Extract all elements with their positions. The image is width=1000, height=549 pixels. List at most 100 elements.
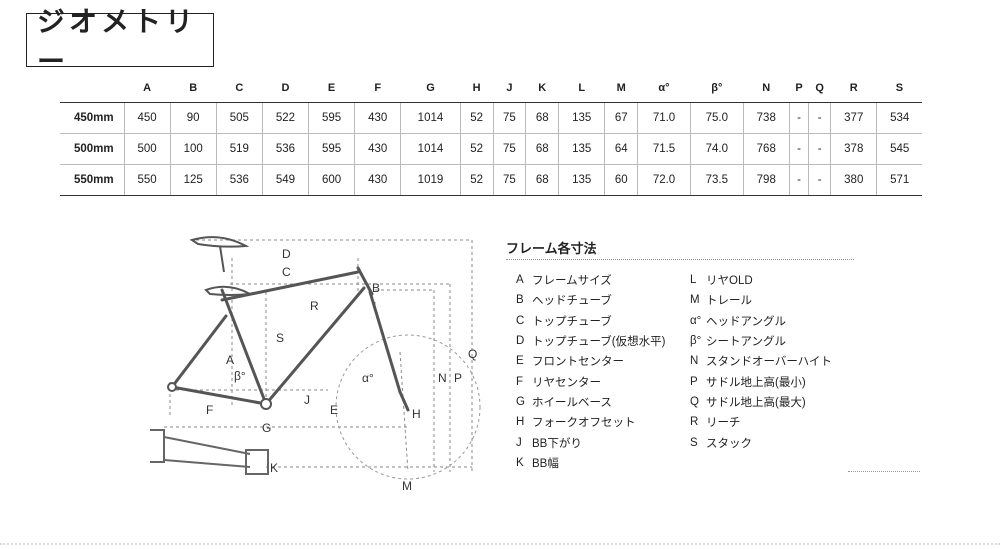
label-a: A xyxy=(226,353,234,367)
page-title: ジオメトリー xyxy=(26,5,214,78)
legend-text: BB幅 xyxy=(532,457,559,470)
row-size-label: 550mm xyxy=(60,164,124,196)
table-cell: 75 xyxy=(492,164,526,196)
column-header: E xyxy=(308,74,355,103)
legend-text: トレール xyxy=(706,295,752,308)
column-header xyxy=(60,74,124,103)
column-header: A xyxy=(124,74,171,103)
legend-key: H xyxy=(516,416,525,429)
table-cell: - xyxy=(808,164,831,196)
frame-geometry-diagram: D C B R S A β° α° N P Q J F E H G K M xyxy=(150,236,481,493)
table-cell: 545 xyxy=(876,133,922,165)
legend-key: K xyxy=(516,456,524,469)
legend-text: スタック xyxy=(706,437,752,450)
column-header: K xyxy=(525,74,559,103)
table-cell: 74.0 xyxy=(689,133,744,165)
legend-item: A フレームサイズ xyxy=(516,270,665,290)
column-header: α° xyxy=(637,74,691,103)
table-cell: 71.5 xyxy=(637,133,691,165)
legend-text: リヤセンター xyxy=(532,376,601,389)
legend-key: P xyxy=(690,375,698,388)
legend-key: M xyxy=(690,294,700,307)
table-cell: 550 xyxy=(123,164,171,196)
legend-text: リーチ xyxy=(706,417,741,430)
table-cell: 798 xyxy=(742,164,790,196)
legend-item: α°ヘッドアングル xyxy=(690,311,832,331)
table-cell: 505 xyxy=(215,102,263,134)
legend-item: P サドル地上高(最小) xyxy=(690,371,832,391)
table-cell: 378 xyxy=(830,133,877,165)
table-cell: 100 xyxy=(169,133,217,165)
table-cell: 135 xyxy=(558,164,605,196)
legend-item: F リヤセンター xyxy=(516,371,665,391)
bottom-divider xyxy=(0,543,1000,545)
column-header: P xyxy=(789,74,809,103)
legend-text: サドル地上高(最大) xyxy=(706,396,806,409)
legend-text: リヤOLD xyxy=(706,275,753,288)
column-header: G xyxy=(400,74,461,103)
table-cell: 1014 xyxy=(400,133,461,165)
legend-text: サドル地上高(最小) xyxy=(706,376,806,389)
table-cell: 430 xyxy=(354,164,401,196)
legend-key: A xyxy=(516,274,524,287)
column-header: M xyxy=(604,74,638,103)
legend-text: トップチューブ(仮想水平) xyxy=(532,336,666,349)
label-beta: β° xyxy=(234,369,246,383)
table-cell: 125 xyxy=(169,164,217,196)
legend-item: K BB幅 xyxy=(516,453,665,473)
table-cell: 377 xyxy=(830,102,877,134)
rear-axle xyxy=(167,382,177,392)
legend-key: α° xyxy=(690,314,702,327)
label-m: M xyxy=(402,479,412,493)
legend-text: フロントセンター xyxy=(532,356,624,369)
table-cell: 52 xyxy=(459,164,494,196)
label-j: J xyxy=(304,393,310,407)
table-cell: 71.0 xyxy=(637,102,691,134)
table-cell: 536 xyxy=(261,133,309,165)
legend-text: フレームサイズ xyxy=(532,275,612,288)
saddle-and-seatpost xyxy=(189,236,254,296)
label-g: G xyxy=(262,421,271,435)
table-cell: 67 xyxy=(604,102,638,134)
column-header: R xyxy=(830,74,877,103)
table-cell: 450 xyxy=(123,102,171,134)
legend-key: L xyxy=(690,274,697,287)
table-cell: 64 xyxy=(604,133,638,165)
row-size-label: 450mm xyxy=(60,102,124,134)
column-header: L xyxy=(558,74,605,103)
label-h: H xyxy=(412,407,421,421)
dimension-guides xyxy=(164,239,473,473)
legend-text: シートアングル xyxy=(706,336,787,349)
column-header: J xyxy=(493,74,526,103)
legend-title: フレーム各寸法 xyxy=(506,241,597,256)
label-p: P xyxy=(454,371,462,385)
table-cell: 72.0 xyxy=(637,164,691,196)
legend-key: C xyxy=(516,314,525,327)
table-cell: 135 xyxy=(558,133,605,165)
legend-text: スタンドオーバーハイト xyxy=(706,356,832,369)
legend-key: S xyxy=(690,436,698,449)
table-cell: 595 xyxy=(307,133,355,165)
table-cell: 595 xyxy=(307,102,355,134)
legend-key: F xyxy=(516,375,524,388)
column-header: B xyxy=(170,74,217,103)
table-cell: - xyxy=(788,102,809,134)
legend-divider xyxy=(506,259,854,260)
column-header: F xyxy=(354,74,401,103)
legend-key: N xyxy=(690,355,699,368)
table-cell: 380 xyxy=(830,164,877,196)
front-wheel-outline xyxy=(335,334,481,480)
legend-item: β°シートアングル xyxy=(690,331,832,351)
table-cell: 90 xyxy=(169,102,217,134)
table-cell: 549 xyxy=(261,164,309,196)
